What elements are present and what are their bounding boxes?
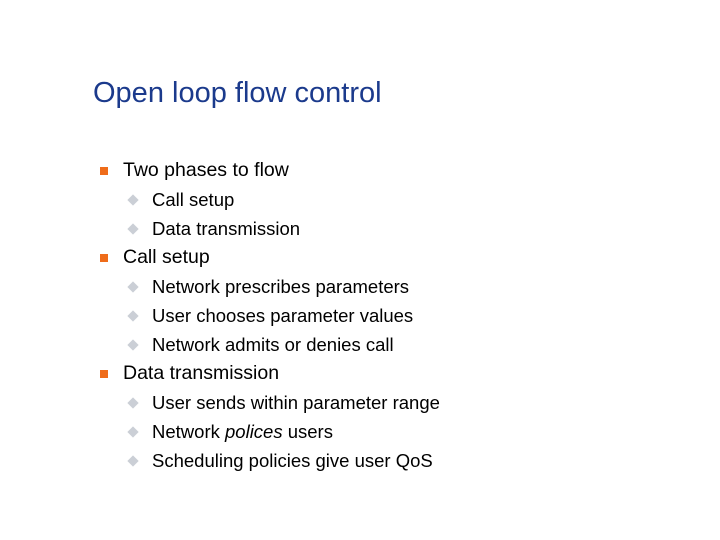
list-item: User chooses parameter values [0,303,720,332]
list-item: Call setup [0,187,720,216]
diamond-bullet-icon [127,281,139,293]
diamond-bullet-icon [127,223,139,235]
list-item: Call setup [0,245,720,274]
diamond-bullet-icon [127,194,139,206]
diamond-bullet-icon [127,339,139,351]
square-bullet-icon [100,254,108,262]
list-item-label: Network polices users [152,419,333,444]
diamond-bullet-icon [127,310,139,322]
list-item: Network prescribes parameters [0,274,720,303]
square-bullet-icon [100,167,108,175]
diamond-bullet-icon [127,397,139,409]
diamond-bullet-icon [127,455,139,467]
diamond-bullet-icon [127,426,139,438]
list-item: Network polices users [0,419,720,448]
list-item-label: User chooses parameter values [152,305,414,326]
plain-text: users [282,421,333,442]
list-item-label: User sends within parameter range [152,392,440,413]
plain-text: Network [152,421,225,442]
page-title: Open loop flow control [93,77,382,109]
list-item: User sends within parameter range [0,390,720,419]
list-item: Two phases to flow [0,158,720,187]
list-item-label: Data transmission [152,218,301,239]
list-item: Data transmission [0,216,720,245]
list-item: Network admits or denies call [0,332,720,361]
list-item-label: Scheduling policies give user QoS [152,450,433,471]
list-item-label: Network prescribes parameters [152,276,410,297]
emphasis-text: polices [225,421,283,442]
list-item-label: Network admits or denies call [152,334,394,355]
list-item: Data transmission [0,361,720,390]
list-item-label: Call setup [152,189,235,210]
square-bullet-icon [100,370,108,378]
list-item-label: Call setup [123,246,210,268]
list-item-label: Two phases to flow [123,159,289,181]
list-item: Scheduling policies give user QoS [0,448,720,477]
list-item-label: Data transmission [123,362,280,384]
